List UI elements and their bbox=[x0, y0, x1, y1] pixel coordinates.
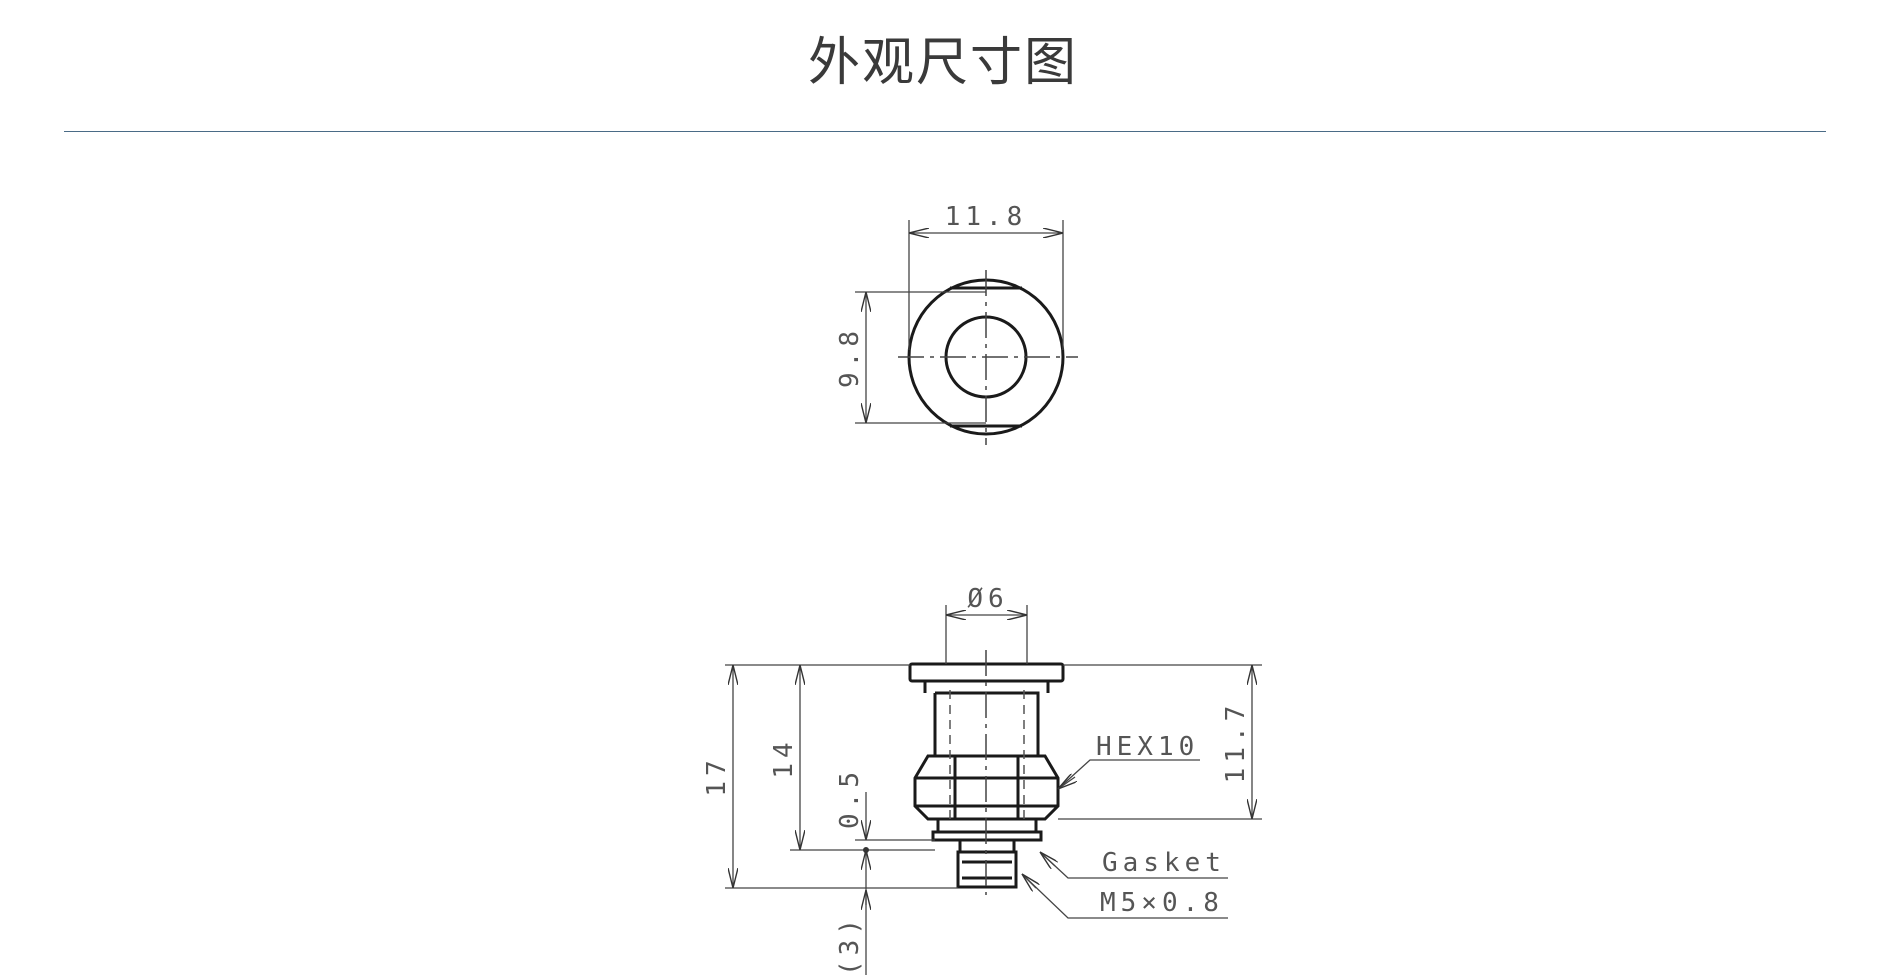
side-view: Ø6 17 14 0.5 (3) 11.7 HEX10 Gasket M5×0.… bbox=[702, 584, 1262, 976]
side-view-body bbox=[908, 662, 1065, 889]
top-width-dimension: 11.8 bbox=[945, 202, 1028, 232]
title-divider bbox=[64, 131, 1826, 132]
hex-section-height-dimension: 11.7 bbox=[1221, 701, 1251, 784]
top-height-dimension: 9.8 bbox=[835, 326, 865, 388]
tube-diameter-dimension: Ø6 bbox=[967, 584, 1008, 614]
overall-height-dimension: 17 bbox=[702, 755, 732, 796]
top-view-centerlines bbox=[898, 270, 1078, 445]
page-title: 外观尺寸图 bbox=[807, 33, 1078, 93]
thread-size-label: M5×0.8 bbox=[1100, 888, 1224, 918]
gasket-label: Gasket bbox=[1102, 848, 1226, 878]
thread-length-dimension: (3) bbox=[835, 914, 865, 976]
side-view-hidden-lines bbox=[949, 690, 1025, 825]
side-view-dimension-lines bbox=[725, 605, 1262, 975]
top-view: 11.8 9.8 bbox=[835, 202, 1078, 445]
top-view-dimension-lines bbox=[855, 220, 1064, 424]
body-height-dimension: 14 bbox=[769, 737, 799, 778]
gasket-reference-point bbox=[863, 847, 869, 853]
gasket-thickness-dimension: 0.5 bbox=[835, 767, 865, 829]
hex-size-label: HEX10 bbox=[1096, 732, 1199, 762]
